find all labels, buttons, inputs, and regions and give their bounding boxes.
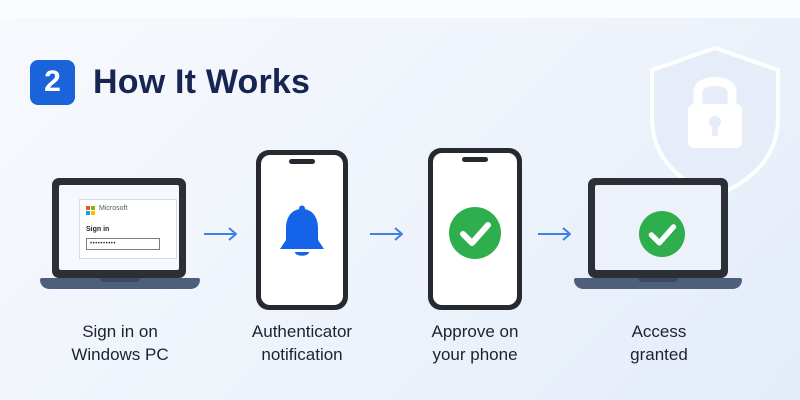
caption-line: granted	[630, 345, 688, 364]
approval-check-badge	[449, 207, 501, 259]
arrow-right-icon	[370, 227, 403, 241]
checkmark-icon	[460, 222, 491, 246]
caption-line: Authenticator	[251, 322, 353, 341]
microsoft-logo-icon	[86, 206, 95, 215]
step-1-laptop: Microsoft Sign in ••••••••••	[40, 178, 200, 298]
phone-screen	[261, 155, 343, 305]
step-2-caption: Authenticator notification	[227, 320, 377, 366]
arrow-right-icon	[204, 227, 237, 241]
laptop-display: Microsoft Sign in ••••••••••	[59, 185, 179, 270]
step-3-caption: Approve on your phone	[400, 320, 550, 366]
top-band	[0, 0, 800, 18]
step-4-laptop	[574, 178, 742, 298]
caption-line: your phone	[432, 345, 518, 364]
laptop-notch	[100, 278, 140, 282]
step-number-badge: 2	[30, 59, 75, 105]
header: 2 How It Works	[30, 58, 310, 106]
phone-notch	[289, 159, 315, 164]
access-granted-check-badge	[639, 211, 685, 257]
password-field: ••••••••••	[86, 238, 160, 250]
laptop-display	[595, 185, 721, 270]
phone-notch	[462, 157, 488, 162]
laptop-screen: Microsoft Sign in ••••••••••	[52, 178, 186, 278]
signin-heading: Sign in	[86, 226, 110, 233]
shield-lock-icon	[650, 45, 780, 199]
laptop-base	[40, 278, 200, 289]
caption-line: notification	[261, 345, 343, 364]
laptop-notch	[638, 278, 678, 282]
checkmark-icon	[648, 224, 677, 246]
laptop-screen	[588, 178, 728, 278]
step-2-phone	[256, 150, 348, 310]
step-1-caption: Sign in on Windows PC	[45, 320, 195, 366]
caption-line: Windows PC	[71, 345, 169, 364]
arrow-right-icon	[538, 227, 571, 241]
microsoft-signin-card: Microsoft Sign in ••••••••••	[79, 199, 177, 259]
microsoft-brand-label: Microsoft	[99, 205, 128, 212]
bell-icon	[280, 205, 324, 256]
laptop-base	[574, 278, 742, 289]
page-title: How It Works	[93, 62, 311, 101]
caption-line: Approve on	[431, 322, 519, 341]
caption-line: Sign in on	[82, 322, 158, 341]
step-4-caption: Access granted	[584, 320, 734, 366]
caption-line: Access	[631, 322, 687, 341]
step-3-phone	[428, 148, 522, 310]
phone-screen	[433, 153, 517, 305]
